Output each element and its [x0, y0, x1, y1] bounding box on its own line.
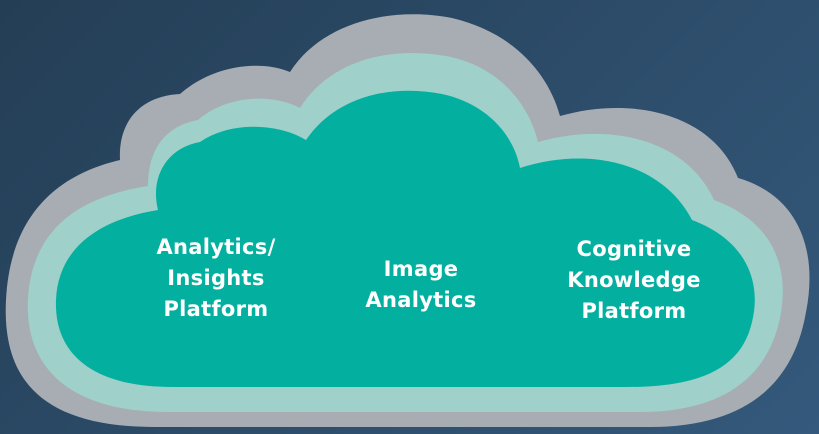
label-line: Image [383, 257, 459, 281]
label-line: Platform [581, 299, 687, 323]
cognitive-knowledge-platform-label: Cognitive Knowledge Platform [539, 234, 729, 327]
label-line: Analytics/ [156, 235, 276, 259]
label-line: Analytics [365, 288, 477, 312]
label-line: Platform [163, 297, 269, 321]
image-analytics-label: Image Analytics [336, 254, 506, 316]
cloud-inner-fill [55, 90, 755, 387]
label-line: Insights [167, 266, 265, 290]
label-line: Knowledge [567, 268, 701, 292]
analytics-insights-platform-label: Analytics/ Insights Platform [126, 232, 306, 325]
label-line: Cognitive [576, 237, 692, 261]
